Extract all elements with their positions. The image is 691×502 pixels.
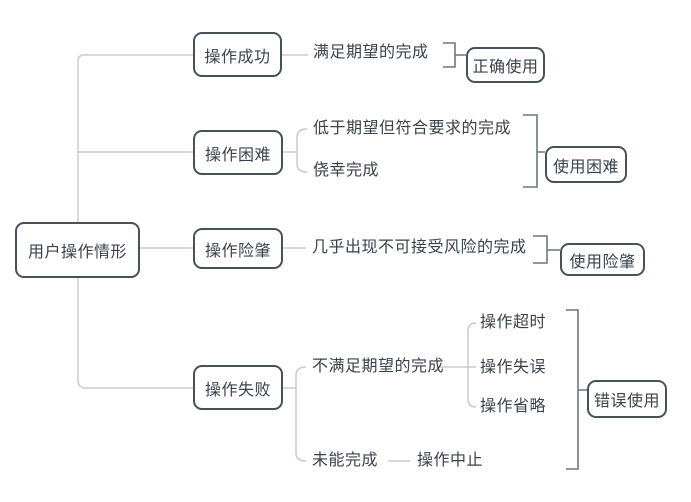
subleaf-fork-unsatisfied xyxy=(440,322,477,408)
subleaf-label-operation-abort: 操作中止 xyxy=(417,452,484,469)
summary-node-use-near-miss: 使用险肇 xyxy=(560,243,645,276)
branch-node-difficulty: 操作困难 xyxy=(193,130,283,175)
branch-node-failure: 操作失败 xyxy=(193,365,283,410)
branch-line-failure xyxy=(77,278,193,389)
subleaf-label-operation-omission: 操作省略 xyxy=(480,398,547,415)
branch-line-success xyxy=(77,54,193,222)
leaf-label-below-expectation-completion: 低于期望但符合要求的完成 xyxy=(313,120,512,137)
leaf-label-satisfied-completion: 满足期望的完成 xyxy=(313,44,429,61)
leaf-label-near-unacceptable-risk-completion: 几乎出现不可接受风险的完成 xyxy=(312,239,527,256)
summary-node-wrong-use: 错误使用 xyxy=(587,380,667,418)
summary-bracket-use-near-miss xyxy=(533,235,560,264)
leaf-label-lucky-completion: 侥幸完成 xyxy=(313,162,380,179)
summary-node-correct-use: 正确使用 xyxy=(466,47,545,83)
subleaf-label-operation-timeout: 操作超时 xyxy=(480,314,547,331)
leaf-fork-difficulty xyxy=(283,128,308,173)
subleaf-label-operation-mistake: 操作失误 xyxy=(480,359,547,376)
summary-bracket-wrong-use xyxy=(566,309,587,470)
leaf-label-unsatisfied-completion: 不满足期望的完成 xyxy=(312,358,445,375)
leaf-label-not-completed: 未能完成 xyxy=(312,452,379,469)
root-node: 用户操作情形 xyxy=(15,222,140,278)
summary-bracket-use-difficulty xyxy=(523,114,545,188)
branch-node-success: 操作成功 xyxy=(193,32,282,77)
summary-node-use-difficulty: 使用困难 xyxy=(545,146,627,183)
branch-node-near-miss: 操作险肇 xyxy=(193,228,283,269)
leaf-fork-failure xyxy=(283,366,307,462)
summary-bracket-correct-use xyxy=(443,42,466,68)
